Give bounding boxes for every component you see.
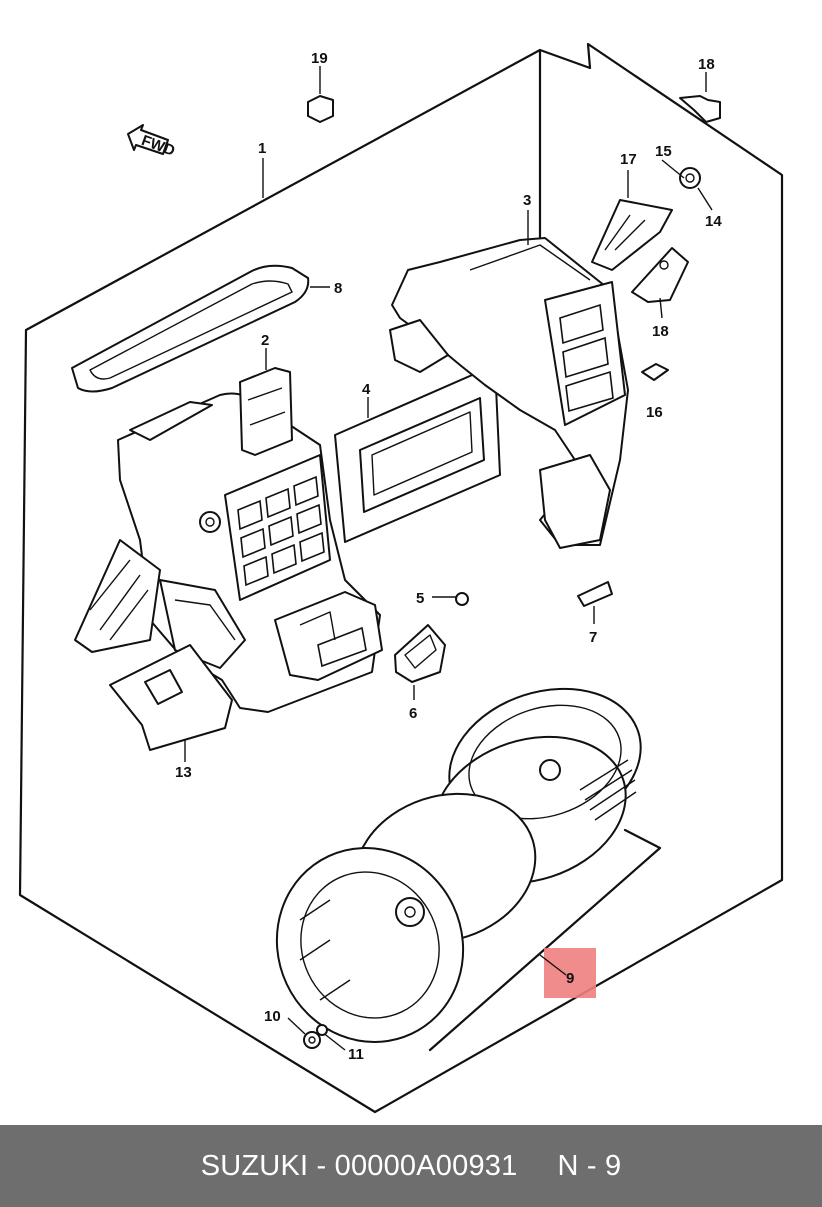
part-5-screw [432, 592, 469, 606]
assembly-outline [18, 42, 784, 1114]
part-number-label: SUZUKI - 00000A00931 [200, 1149, 518, 1182]
part-3-duct [389, 237, 629, 549]
part-13-cover [109, 644, 233, 751]
callout-3: 3 [523, 192, 531, 209]
callout-16: 16 [646, 404, 663, 421]
part-6-resistor [394, 624, 446, 683]
part-11-screw [316, 1024, 328, 1036]
part-16-clip [641, 363, 669, 381]
callout-11: 11 [348, 1046, 364, 1063]
callout-4: 4 [362, 381, 371, 398]
callout-6: 6 [409, 705, 417, 722]
callout-9: 9 [566, 970, 574, 987]
part-17-bracket [591, 199, 673, 271]
callout-1: 1 [258, 140, 266, 157]
part-1-lower-vent [274, 591, 383, 681]
part-18-clip [631, 247, 689, 303]
part-4-evaporator [334, 364, 501, 543]
exploded-parts-diagram: FWD [18, 42, 784, 1114]
callout-18-lower: 18 [652, 323, 669, 340]
callout-5: 5 [416, 590, 424, 607]
part-8-gasket [71, 264, 310, 393]
callout-17: 17 [620, 151, 637, 168]
callout-10: 10 [264, 1008, 281, 1025]
callout-7: 7 [589, 629, 597, 646]
diagram-ref-label: N - 9 [557, 1149, 622, 1182]
callout-18-upper: 18 [698, 56, 715, 73]
part-1-grille [224, 454, 331, 601]
callout-2: 2 [261, 332, 269, 349]
part-18-bolt [679, 95, 721, 123]
part-number-footer: SUZUKI - 00000A00931 N - 9 [0, 1125, 822, 1207]
callout-19: 19 [311, 50, 328, 67]
part-14-grommet [679, 167, 701, 189]
part-19-nut [307, 95, 334, 123]
svg-text:FWD: FWD [139, 132, 177, 160]
part-9-highlight [544, 948, 596, 998]
part-9-blower-fan [275, 687, 662, 1052]
fwd-arrow-icon: FWD [127, 124, 177, 160]
callout-15: 15 [655, 143, 672, 160]
part-2-damper [239, 367, 293, 456]
callout-13: 13 [175, 764, 192, 781]
callout-8: 8 [334, 280, 342, 297]
part-10-grommet [303, 1031, 321, 1049]
callout-14: 14 [705, 213, 722, 230]
part-7-clip [577, 581, 613, 607]
